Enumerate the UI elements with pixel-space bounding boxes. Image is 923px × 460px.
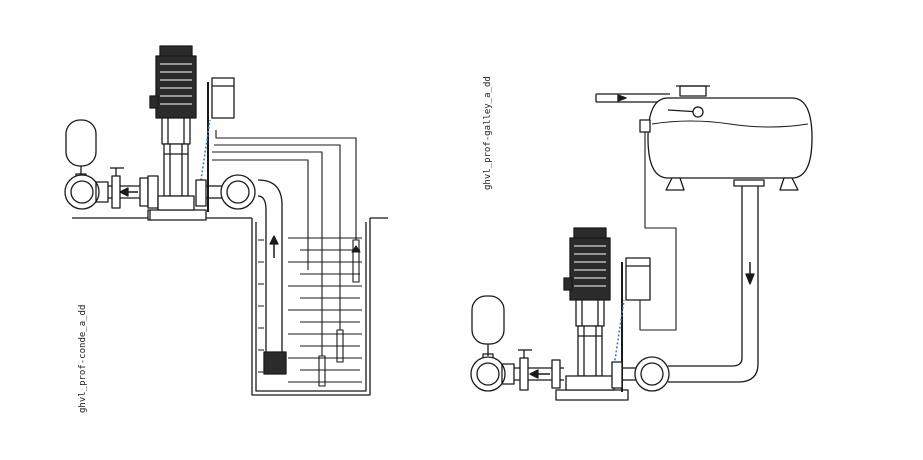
control-cable-right [639,132,677,331]
foot-valve [263,351,287,375]
discharge-piping-right [470,349,564,392]
suction-tank [251,218,371,396]
vertical-pump-left [149,45,197,211]
vertical-pump-right [563,227,615,391]
flow-arrow-left-right [529,369,539,379]
suction-pipe [257,179,287,375]
flow-arrow-down [745,273,755,285]
flow-arrow-up [269,235,279,245]
suction-flange-right [611,356,670,392]
flow-arrow-left [119,187,129,197]
pressure-vessel-right [471,295,505,359]
right-pump-installation [470,85,813,401]
suction-flange-left [195,174,256,210]
left-pump-installation [64,45,388,396]
discharge-piping-left [64,167,159,210]
storage-tank [639,85,813,191]
level-electrodes [212,130,361,387]
tank-outlet-pipe [668,186,759,383]
pressure-vessel-left [65,119,97,179]
